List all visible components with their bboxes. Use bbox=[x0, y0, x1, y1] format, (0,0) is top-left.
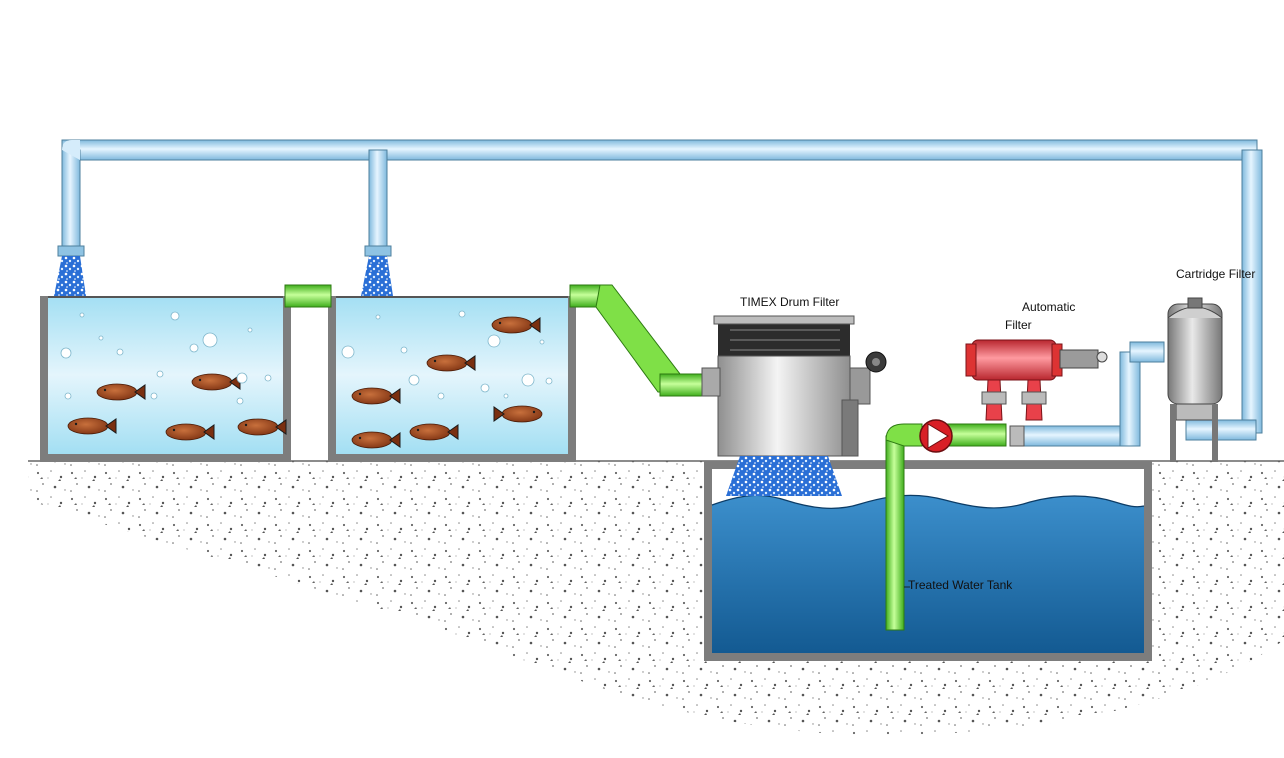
return-pipe bbox=[57, 139, 1263, 434]
air-bubbles bbox=[341, 310, 553, 400]
tank-connector-pipe bbox=[284, 284, 332, 308]
drum-filter-outlet-spray bbox=[726, 456, 842, 496]
drum-filter-inlet-pipe bbox=[569, 284, 711, 397]
automatic-filter-label-line2: Filter bbox=[1005, 318, 1032, 332]
treated-water-tank bbox=[704, 461, 1152, 661]
treated-water-pipe bbox=[885, 423, 1007, 631]
fish-tank-1 bbox=[40, 296, 291, 462]
treated-water-tank-label: Treated Water Tank bbox=[908, 578, 1013, 592]
water-spray bbox=[54, 256, 393, 296]
pump-icon bbox=[919, 419, 953, 453]
automatic-filter bbox=[965, 339, 1108, 447]
filter-outlet-pipe bbox=[1009, 341, 1257, 447]
automatic-filter-label-line1: Automatic bbox=[1022, 300, 1076, 314]
drum-filter bbox=[701, 315, 887, 457]
air-bubbles bbox=[60, 311, 272, 405]
cartridge-filter bbox=[1167, 297, 1223, 462]
cartridge-filter-label: Cartridge Filter bbox=[1176, 267, 1256, 281]
drum-filter-label: TIMEX Drum Filter bbox=[740, 295, 840, 309]
fish-tank-2 bbox=[328, 296, 576, 462]
